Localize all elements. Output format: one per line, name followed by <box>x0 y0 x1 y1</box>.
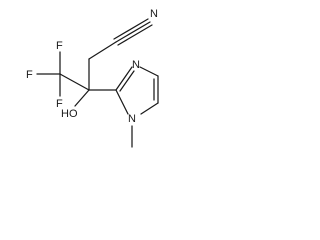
atom-ring-n1: N <box>128 113 136 125</box>
atom-labels: N F F F HO N N <box>26 8 158 125</box>
nitrile-bond-2 <box>113 18 149 40</box>
nitrile-bond-1 <box>115 21 151 43</box>
atom-ring-n3: N <box>132 59 140 71</box>
ring-n3-c4 <box>139 66 159 77</box>
atom-nitrile-n: N <box>150 8 158 20</box>
bond-cq-oh <box>74 89 90 107</box>
nitrile-bond-3 <box>117 24 153 46</box>
ring-c2-n3 <box>115 66 133 91</box>
bonds <box>36 18 159 148</box>
atom-f-top: F <box>56 40 63 52</box>
ring-n1-c2 <box>115 89 129 115</box>
atom-f-left: F <box>26 69 33 81</box>
molecule-svg: N F F F HO N N <box>26 8 159 148</box>
atom-f-bottom: F <box>56 98 63 110</box>
ring-c2-n3-double <box>119 70 135 92</box>
ring-c5-n1 <box>140 102 159 115</box>
atom-hydroxyl: HO <box>61 108 78 120</box>
structure-diagram: N F F F HO N N <box>0 0 193 163</box>
bond-cq-cf3 <box>59 73 90 91</box>
bond-cn-ch2 <box>88 41 117 60</box>
